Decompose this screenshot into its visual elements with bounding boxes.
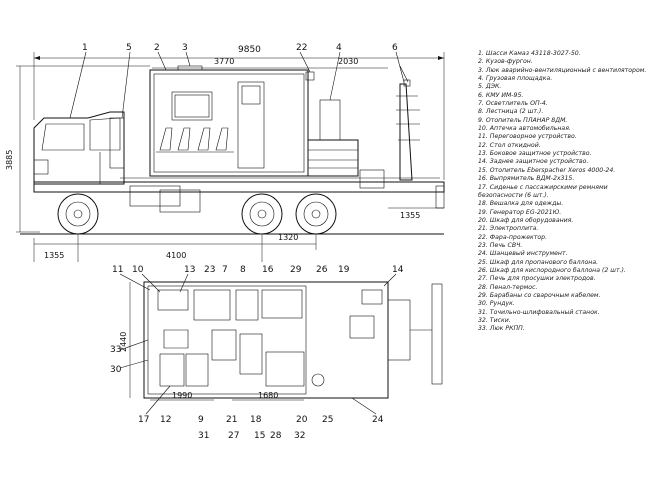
callout-callouts_plan_bottom-15: 15: [254, 431, 265, 441]
legend-item: 15. Отопитель Eberspacher Xeros 4000-24.: [478, 166, 616, 174]
callout-callouts_plan_bottom-24: 24: [372, 415, 384, 425]
legend-item: 18. Вешалка для одежды.: [478, 200, 564, 208]
dim-front-overhang: 1355: [44, 251, 64, 260]
callout-callouts_side-5: 5: [126, 43, 132, 53]
legend-item: 13. Боковое защитное устройство.: [478, 150, 592, 158]
callout-callouts_side-3: 3: [182, 43, 188, 53]
legend-item: 11. Переговорное устройство.: [478, 133, 577, 141]
legend-item: 3. Люк аварийно-вентиляционный с вентиля…: [478, 66, 646, 74]
legend-item: 20. Шкаф для оборудования.: [478, 216, 574, 224]
legend-item: 12. Стол откидной.: [478, 141, 541, 149]
legend-item: 17. Сиденье с пассажирскими ремнями: [478, 183, 608, 191]
side-view: 9850 3770 2030 3885: [5, 45, 445, 262]
callout-callouts_plan_top-11: 11: [112, 265, 123, 275]
callout-callouts_side-6: 6: [392, 43, 398, 53]
callout-callouts_plan_bottom-18: 18: [250, 415, 262, 425]
dim-wheelbase-front: 4100: [166, 251, 186, 260]
legend-item: 4. Грузовая площадка.: [478, 75, 553, 83]
callout-callouts_plan_left-33: 33: [110, 345, 121, 355]
callout-callouts_plan_top-19: 19: [338, 265, 350, 275]
legend-item: 2. Кузов-фургон.: [478, 58, 533, 66]
callout-callouts_plan_top-16: 16: [262, 265, 274, 275]
legend-item: 22. Фара-прожектор.: [478, 233, 548, 241]
callout-callouts_plan_bottom-21: 21: [226, 415, 237, 425]
legend-item: 27. Печь для просушки электродов.: [478, 275, 596, 283]
rear-wheel-1: [241, 193, 283, 235]
legend-item: 8. Лестница (2 шт.).: [478, 108, 544, 116]
legend-item: 26. Шкаф для кислородного баллона (2 шт.…: [478, 266, 626, 274]
callout-callouts_plan_bottom-32: 32: [294, 431, 305, 441]
legend-item: 19. Генератор ЕG-2021Ю.: [478, 208, 562, 216]
parts-legend: 1. Шасси Камаз 43118-3027-50.2. Кузов-фу…: [478, 50, 646, 334]
legend-item: 9. Отопитель ПЛАНАР 8ДМ.: [478, 116, 568, 124]
dim-floor-a: 1990: [172, 391, 192, 400]
legend-item: 7. Осветлитель ОП-4.: [478, 100, 548, 108]
legend-item: 5. ДЭК.: [478, 83, 502, 91]
callout-callouts_plan_bottom-31: 31: [198, 431, 209, 441]
legend-item: 28. Пенал-термос.: [478, 283, 538, 291]
rear-wheel-2: [295, 193, 337, 235]
dim-floor-b: 1680: [258, 391, 278, 400]
callout-callouts_plan_top-29: 29: [290, 265, 302, 275]
callout-callouts_plan_bottom-20: 20: [296, 415, 308, 425]
legend-item: 16. Выпрямитель ВДМ-2х315.: [478, 175, 575, 183]
legend-item: 6. КМУ ИМ-95.: [478, 91, 524, 99]
dim-rear-section: 2030: [338, 57, 358, 66]
legend-item: безопасности (6 шт.).: [478, 191, 549, 199]
callout-callouts_plan_bottom-27: 27: [228, 431, 239, 441]
callout-callouts_plan_bottom-9: 9: [198, 415, 204, 425]
callout-callouts_plan_top-8: 8: [240, 265, 246, 275]
callout-callouts_plan_top-10: 10: [132, 265, 144, 275]
dim-overall-length: 9850: [238, 45, 261, 55]
callout-callouts_side-1: 1: [82, 43, 88, 53]
legend-item: 32. Тиски.: [478, 317, 511, 324]
legend-item: 33. Люк РКПП.: [478, 325, 525, 333]
callout-callouts_side-22: 22: [296, 43, 307, 53]
callout-callouts_plan_top-14: 14: [392, 265, 404, 275]
plan-view: 2440 1990 1680: [119, 273, 443, 415]
dim-height: 3885: [5, 150, 14, 170]
dim-body-length: 3770: [214, 57, 234, 66]
callout-callouts_side-2: 2: [154, 43, 160, 53]
legend-item: 25. Шкаф для пропанового баллона.: [478, 258, 599, 266]
legend-item: 24. Шанцевый инструмент.: [478, 250, 568, 258]
legend-item: 30. Рундук.: [478, 300, 515, 308]
callout-callouts_plan_bottom-25: 25: [322, 415, 333, 425]
callout-callouts_plan_bottom-12: 12: [160, 415, 171, 425]
callout-callouts_plan_top-7: 7: [222, 265, 228, 275]
dim-rear-overhang: 1355: [400, 211, 420, 220]
callout-callouts_plan_bottom-28: 28: [270, 431, 282, 441]
legend-item: 21. Электроплита.: [478, 225, 539, 233]
legend-item: 1. Шасси Камаз 43118-3027-50.: [478, 50, 581, 57]
dim-floor-width: 2440: [119, 332, 128, 352]
callout-callouts_plan_top-23: 23: [204, 265, 215, 275]
front-wheel: [57, 193, 99, 235]
callout-callouts_plan_bottom-17: 17: [138, 415, 149, 425]
legend-item: 23. Печь СВЧ.: [478, 241, 523, 249]
dim-wheelbase-rear: 1320: [278, 233, 298, 242]
callout-callouts_side-4: 4: [336, 43, 342, 53]
callout-callouts_plan_top-26: 26: [316, 265, 328, 275]
callout-callouts_plan_left-30: 30: [110, 365, 122, 375]
legend-item: 10. Аптечка автомобильная.: [478, 125, 571, 133]
callout-callouts_plan_top-13: 13: [184, 265, 195, 275]
legend-item: 14. Заднее защитное устройство.: [478, 158, 589, 166]
legend-item: 29. Барабаны со сварочным кабелем.: [478, 291, 601, 299]
legend-item: 31. Точильно-шлифовальный станок.: [478, 308, 600, 316]
